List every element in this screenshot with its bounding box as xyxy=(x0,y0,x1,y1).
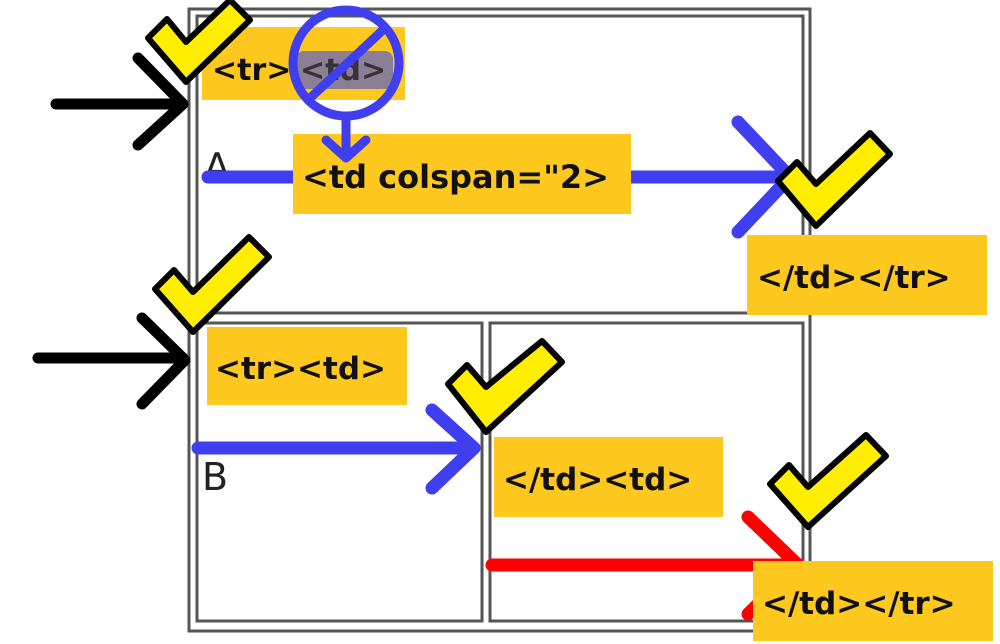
check-icon xyxy=(445,338,565,435)
check-icon xyxy=(145,0,253,85)
row2-middle-tag-text: </td><td> xyxy=(503,462,692,498)
colspan-td-tag: <td colspan="2> xyxy=(293,134,631,214)
arrow-down-icon xyxy=(321,111,371,163)
row1-entry-arrow-icon xyxy=(50,52,189,151)
row1-close-tag-text: </td></tr> xyxy=(757,260,951,296)
row2-close-tag-text: </td></tr> xyxy=(762,586,956,622)
cell-c-span-arrow-icon xyxy=(485,510,805,621)
row2-open-tag-text: <tr><td> xyxy=(215,351,386,387)
table-outline xyxy=(187,7,812,633)
cell-b-label: B xyxy=(202,455,228,499)
cell-b-span-arrow-icon xyxy=(191,403,481,495)
row2-open-tag: <tr><td> xyxy=(207,327,407,405)
row1-open-tag-text: <tr> xyxy=(212,53,291,88)
row1-close-tag: </td></tr> xyxy=(747,235,987,315)
colspan-td-tag-text: <td colspan="2> xyxy=(302,158,609,196)
row2-close-tag: </td></tr> xyxy=(753,561,993,641)
check-icon xyxy=(767,432,889,530)
row2-entry-arrow-icon xyxy=(32,312,191,410)
check-icon xyxy=(152,234,272,335)
row2-middle-tag: </td><td> xyxy=(494,437,723,517)
check-icon xyxy=(775,130,893,229)
